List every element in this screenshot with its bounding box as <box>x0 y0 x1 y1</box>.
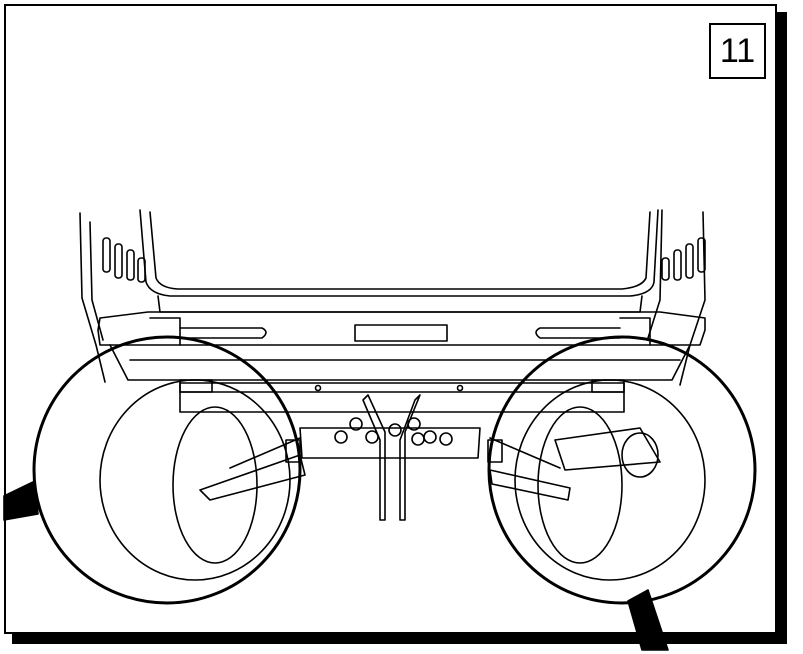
instruction-panel <box>4 4 777 634</box>
step-number: 11 <box>719 31 756 70</box>
tailgate <box>139 209 659 313</box>
callout-arrow-left <box>3 480 39 521</box>
panel-shadow-bottom <box>12 634 787 644</box>
body-panels <box>79 209 706 386</box>
step-number-badge: 11 <box>709 23 766 79</box>
center-plate <box>229 394 561 521</box>
hitch-crossbar <box>179 379 625 413</box>
callout-circle-right <box>487 335 757 605</box>
rear-bumper <box>97 311 706 381</box>
right-wheel <box>487 379 706 581</box>
callout-arrow-right <box>627 589 669 651</box>
callout-circle-left <box>32 335 302 605</box>
panel-shadow-right <box>777 12 787 644</box>
